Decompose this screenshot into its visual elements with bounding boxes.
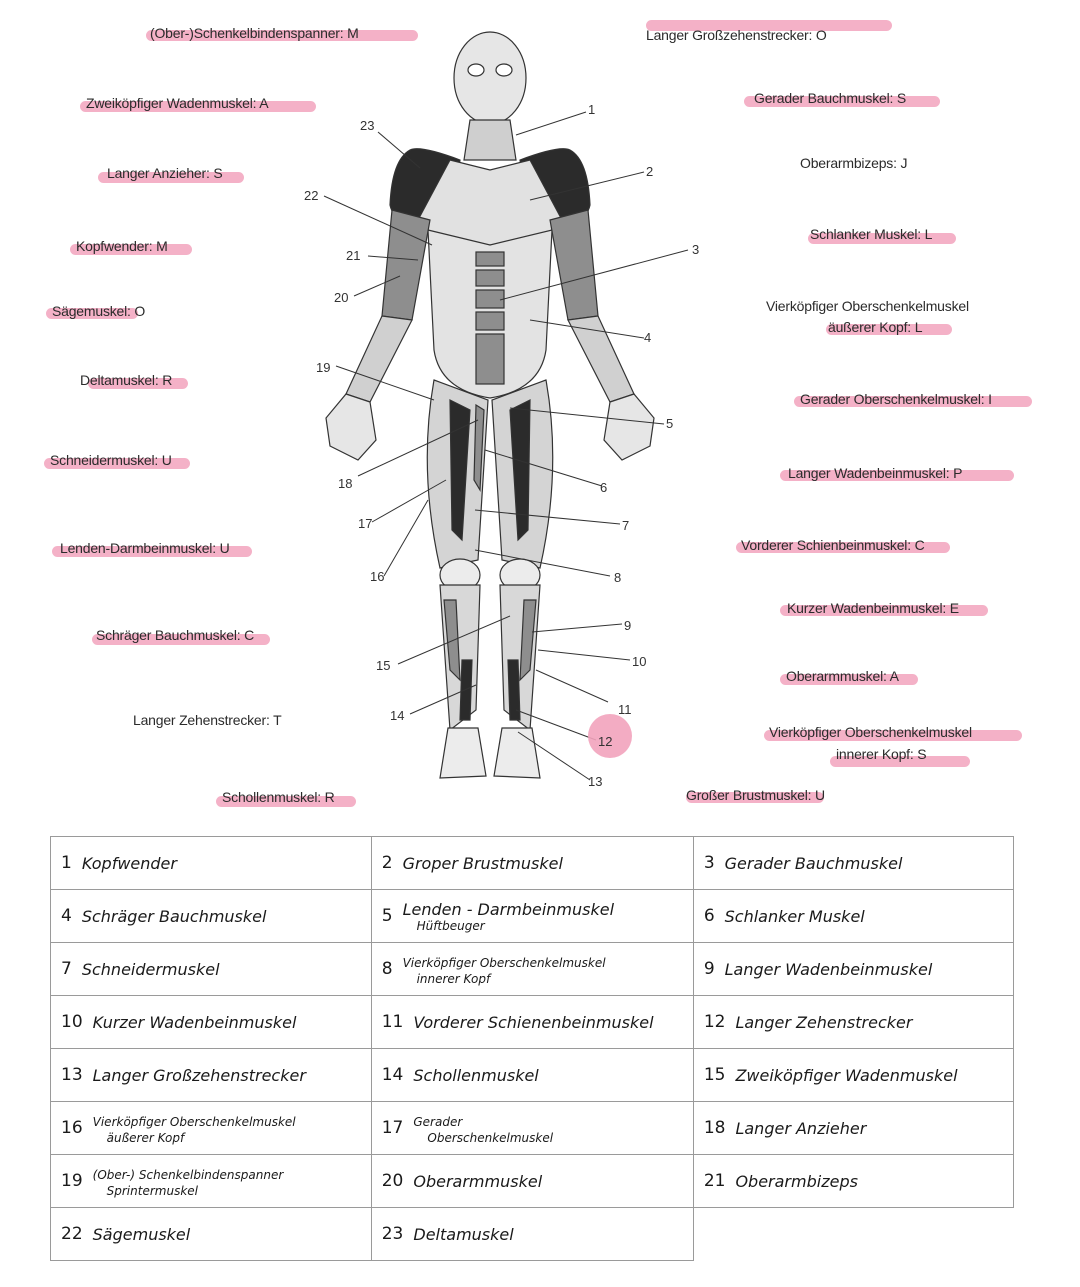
label-left-9: Schräger Bauchmuskel: C bbox=[96, 627, 255, 643]
figure-number-15: 15 bbox=[376, 658, 390, 673]
label-left-3: Langer Anzieher: S bbox=[107, 165, 223, 181]
figure-number-14: 14 bbox=[390, 708, 404, 723]
muscle-diagram: 1 2 3 4 5 6 7 8 9 10 11 12 13 14 15 16 1… bbox=[304, 31, 699, 789]
label-right-9: Kurzer Wadenbeinmuskel: E bbox=[787, 600, 959, 616]
label-right-1: Langer Großzehenstrecker: O bbox=[646, 27, 827, 43]
label-left-11: Schollenmuskel: R bbox=[222, 789, 335, 805]
label-right-2: Gerader Bauchmuskel: S bbox=[754, 90, 907, 106]
label-right-8: Vorderer Schienbeinmuskel: C bbox=[741, 537, 925, 553]
label-left-1: (Ober-)Schenkelbindenspanner: M bbox=[150, 25, 359, 41]
label-right-11b: innerer Kopf: S bbox=[836, 746, 927, 762]
figure-number-11: 11 bbox=[618, 702, 632, 717]
figure-number-19: 19 bbox=[316, 360, 330, 375]
label-left-10: Langer Zehenstrecker: T bbox=[133, 712, 282, 728]
figure-number-18: 18 bbox=[338, 476, 352, 491]
label-left-7: Schneidermuskel: U bbox=[50, 452, 172, 468]
figure-number-9: 9 bbox=[624, 618, 631, 633]
figure-number-5: 5 bbox=[666, 416, 673, 431]
table-cell-empty bbox=[693, 1207, 1014, 1261]
figure-number-17: 17 bbox=[358, 516, 372, 531]
label-left-4: Kopfwender: M bbox=[76, 238, 168, 254]
label-right-12: Großer Brustmuskel: U bbox=[686, 787, 825, 803]
label-right-5a: Vierköpfiger Oberschenkelmuskel bbox=[766, 298, 969, 314]
label-right-4: Schlanker Muskel: L bbox=[810, 226, 933, 242]
figure-number-22: 22 bbox=[304, 188, 318, 203]
label-right-3: Oberarmbizeps: J bbox=[800, 155, 908, 171]
figure-number-4: 4 bbox=[644, 330, 651, 345]
figure-number-3: 3 bbox=[692, 242, 699, 257]
label-right-11a: Vierköpfiger Oberschenkelmuskel bbox=[769, 724, 972, 740]
figure-number-13: 13 bbox=[588, 774, 602, 789]
figure-number-12: 12 bbox=[598, 734, 612, 749]
label-left-6: Deltamuskel: R bbox=[80, 372, 173, 388]
figure-number-2: 2 bbox=[646, 164, 653, 179]
figure-number-6: 6 bbox=[600, 480, 607, 495]
label-right-10: Oberarmmuskel: A bbox=[786, 668, 899, 684]
figure-number-20: 20 bbox=[334, 290, 348, 305]
figure-number-10: 10 bbox=[632, 654, 646, 669]
label-left-8: Lenden-Darmbeinmuskel: U bbox=[60, 540, 230, 556]
figure-number-7: 7 bbox=[622, 518, 629, 533]
figure-number-16: 16 bbox=[370, 569, 384, 584]
label-right-7: Langer Wadenbeinmuskel: P bbox=[788, 465, 963, 481]
figure-number-23: 23 bbox=[360, 118, 374, 133]
figure-number-1: 1 bbox=[588, 102, 595, 117]
label-right-5b: äußerer Kopf: L bbox=[828, 319, 923, 335]
label-left-5: Sägemuskel: O bbox=[52, 303, 146, 319]
label-right-6: Gerader Oberschenkelmuskel: I bbox=[800, 391, 992, 407]
label-left-2: Zweiköpfiger Wadenmuskel: A bbox=[86, 95, 269, 111]
figure-number-8: 8 bbox=[614, 570, 621, 585]
figure-number-21: 21 bbox=[346, 248, 360, 263]
